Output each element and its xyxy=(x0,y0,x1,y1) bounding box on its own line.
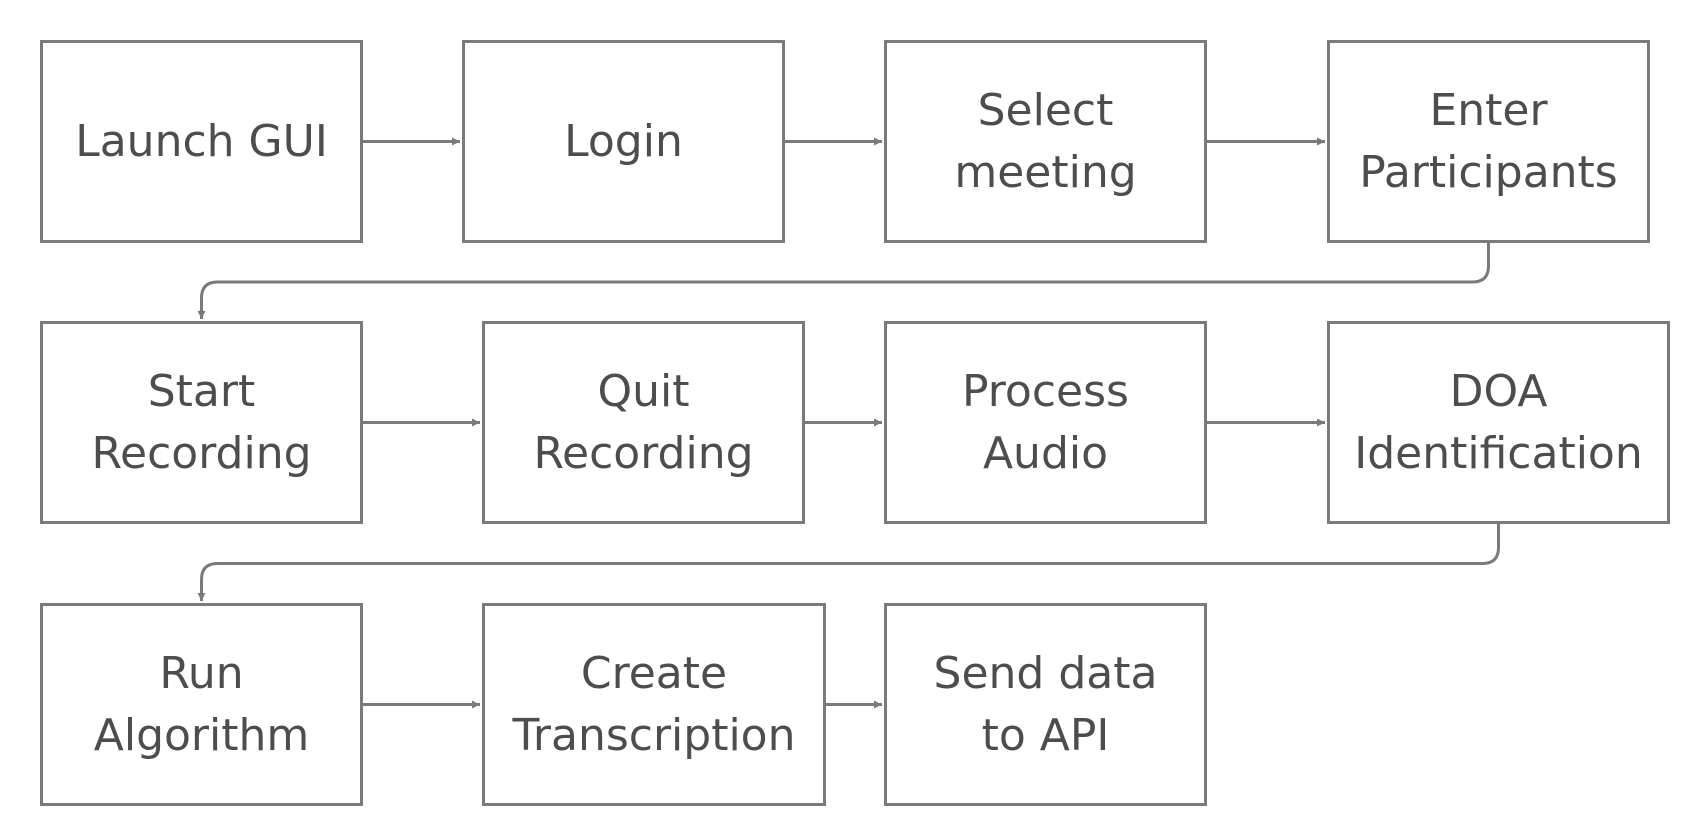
send-data-to-api-box: Send data to API xyxy=(884,603,1207,806)
doa-identification-box: DOA Identification xyxy=(1327,321,1670,524)
login-box: Login xyxy=(462,40,785,243)
create-transcription-box: Create Transcription xyxy=(482,603,826,806)
process-audio-box: Process Audio xyxy=(884,321,1207,524)
quit-recording-box: Quit Recording xyxy=(482,321,805,524)
enter-participants-box: Enter Participants xyxy=(1327,40,1650,243)
arrow-enter-participants-to-start-recording xyxy=(197,243,1490,319)
select-meeting-box: Select meeting xyxy=(884,40,1207,243)
launch-gui-box: Launch GUI xyxy=(40,40,363,243)
run-algorithm-box: Run Algorithm xyxy=(40,603,363,806)
start-recording-box: Start Recording xyxy=(40,321,363,524)
arrow-doa-identification-to-run-algorithm xyxy=(197,524,1500,601)
